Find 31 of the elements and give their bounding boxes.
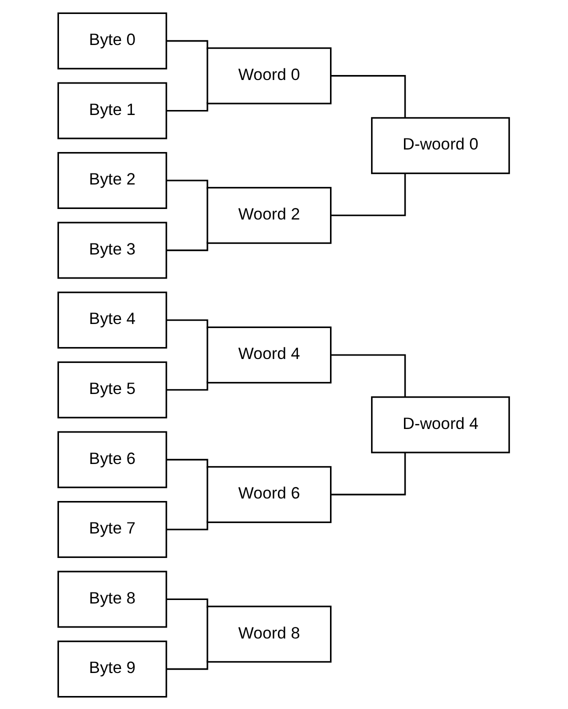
node-box: Woord 4 xyxy=(206,326,332,383)
connector xyxy=(166,40,208,50)
node-box: Woord 6 xyxy=(206,466,332,523)
node-box: Byte 3 xyxy=(58,221,168,278)
connector xyxy=(166,660,208,670)
connector xyxy=(166,598,208,608)
node-box: Byte 2 xyxy=(58,152,168,208)
node-box: Byte 8 xyxy=(58,570,168,628)
connector xyxy=(166,179,208,189)
connector xyxy=(166,241,208,251)
node-box: Byte 1 xyxy=(58,82,168,139)
node-box: Byte 6 xyxy=(58,430,168,488)
connector xyxy=(331,74,406,118)
node-box: D-woord 4 xyxy=(371,396,510,453)
node-box: Byte 0 xyxy=(58,12,168,69)
node-box: Byte 9 xyxy=(58,640,168,698)
connector xyxy=(166,380,208,390)
connector xyxy=(166,318,208,328)
connector xyxy=(331,172,406,216)
node-box: Woord 8 xyxy=(206,605,332,662)
node-box: Woord 2 xyxy=(206,186,332,244)
node-box: Byte 5 xyxy=(58,360,168,418)
node-box: Byte 7 xyxy=(58,500,168,558)
node-box: D-woord 0 xyxy=(371,116,510,174)
connector xyxy=(166,520,208,530)
node-box: Byte 4 xyxy=(58,291,168,348)
node-box: Woord 0 xyxy=(206,46,332,104)
connector xyxy=(331,354,406,397)
connector xyxy=(331,452,406,495)
connector xyxy=(166,458,208,468)
connector xyxy=(166,102,208,111)
